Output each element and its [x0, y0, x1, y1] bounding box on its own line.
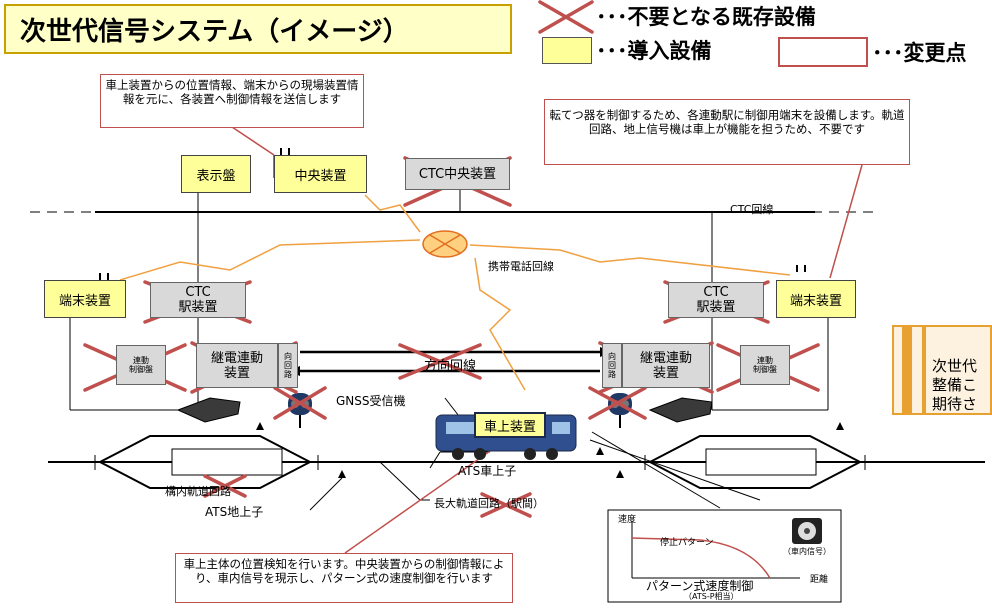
terminal-left-box: 端末装置: [44, 280, 126, 318]
relay-interlock-right-box: 継電連動 装置: [622, 343, 710, 388]
terminal-right-box: 端末装置: [776, 280, 856, 318]
direction-line-label: 方向回線: [424, 359, 477, 374]
speed-chart-ylabel: 速度: [618, 515, 637, 525]
side-note-line: 次世代: [932, 357, 978, 375]
direction-circuit-left-box: 向 回 路: [278, 343, 298, 388]
side-note-text: 次世代 整備こ 期待さ: [932, 357, 977, 414]
legend-obsolete-label: ･･･不要となる既存設備: [596, 5, 816, 29]
interlock-panel-left-box: 連動 制御盤: [116, 345, 166, 385]
station-track-circuit-label: 構内軌道回路: [165, 485, 231, 498]
relay-interlock-left-box: 継電連動 装置: [196, 343, 278, 388]
side-note-bar-thin: [922, 325, 926, 415]
side-note-line: 整備こ: [932, 376, 978, 394]
legend-changed-swatch: [778, 37, 868, 67]
gnss-label: GNSS受信機: [336, 394, 406, 408]
speed-chart-caption: パターン式速度制御: [646, 579, 754, 593]
legend-changed-label: ･･･変更点: [872, 41, 967, 65]
direction-circuit-right-box: 向 回 路: [602, 343, 622, 388]
note-central: 車上装置からの位置情報、端末からの現場装置情報を元に、各装置へ制御情報を送信しま…: [100, 74, 364, 128]
speed-chart-icon-label: （車内信号）: [783, 547, 831, 556]
speed-chart-sub: （ATS-P相当）: [684, 592, 739, 601]
ctc-station-left-box: CTC 駅装置: [150, 282, 246, 318]
note-onboard: 車上主体の位置検知を行います。中央装置からの制御情報により、車内信号を現示し、パ…: [175, 553, 513, 603]
page-title: 次世代信号システム（イメージ）: [4, 4, 512, 54]
side-note-box: 次世代 整備こ 期待さ: [892, 325, 992, 415]
long-track-circuit-label: 長大軌道回路（駅間）: [434, 497, 544, 510]
central-unit-box: 中央装置: [274, 155, 367, 193]
mobile-line-label: 携帯電話回線: [488, 260, 554, 273]
interlock-panel-right-box: 連動 制御盤: [740, 345, 790, 385]
legend-introduced-swatch: [542, 37, 592, 64]
ats-ground-label: ATS地上子: [205, 505, 264, 519]
ctc-station-right-box: CTC 駅装置: [668, 282, 764, 318]
ats-onboard-label: ATS車上子: [458, 464, 517, 478]
legend-introduced-label: ･･･導入設備: [596, 39, 712, 63]
speed-chart-curve-label: 停止パターン: [660, 538, 714, 548]
display-panel-box: 表示盤: [181, 155, 251, 193]
side-note-line: 期待さ: [932, 395, 978, 413]
note-terminal: 転てつ器を制御するため、各連動駅に制御用端末を設備します。軌道回路、地上信号機は…: [544, 99, 910, 165]
ctc-central-box: CTC中央装置: [405, 158, 510, 190]
speed-chart-xlabel: 距離: [810, 575, 829, 585]
onboard-unit-box: 車上装置: [474, 412, 546, 438]
side-note-bar: [902, 325, 912, 415]
ctc-line-label: CTC回線: [730, 203, 774, 216]
